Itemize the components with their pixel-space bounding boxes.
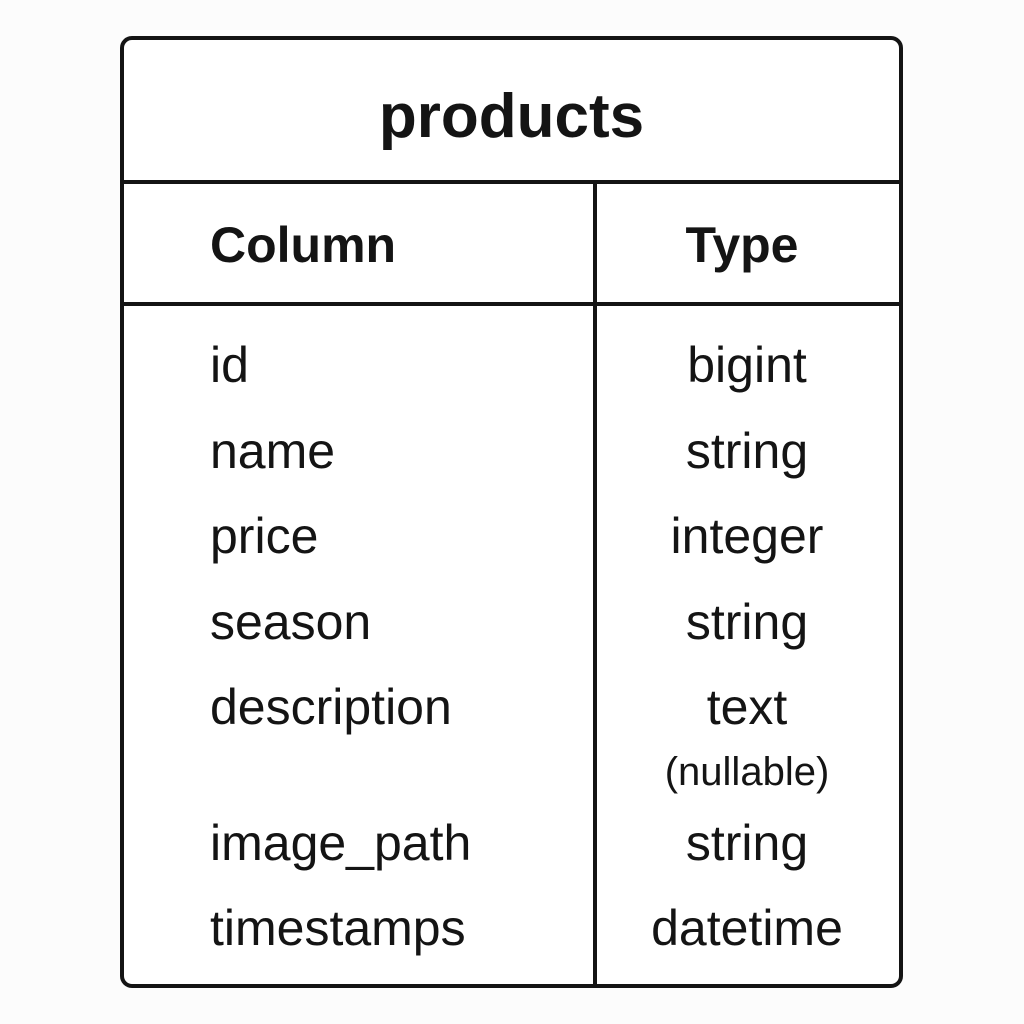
row-column-name: name: [210, 423, 336, 479]
row-column-name: description: [210, 679, 452, 735]
header-type: Type: [685, 217, 799, 273]
row-column-name: season: [210, 594, 372, 650]
header-column: Column: [210, 217, 397, 273]
row-column-type: string: [685, 423, 809, 479]
row-column-type: integer: [670, 508, 824, 564]
row-type-note: (nullable): [664, 750, 830, 794]
table-title: products: [378, 82, 645, 151]
row-column-name: id: [210, 337, 249, 393]
column-divider: [593, 184, 597, 984]
schema-table: products Column Type id bigint name stri…: [120, 36, 903, 988]
row-column-name: timestamps: [210, 900, 466, 956]
table-title-row: products: [124, 40, 899, 184]
row-column-type: text: [706, 679, 788, 735]
header-divider: [124, 302, 899, 306]
row-column-type: string: [685, 815, 809, 871]
row-column-name: image_path: [210, 815, 472, 871]
row-column-name: price: [210, 508, 319, 564]
row-column-type: datetime: [651, 900, 843, 956]
row-column-type: bigint: [687, 337, 807, 393]
row-column-type: string: [685, 594, 809, 650]
